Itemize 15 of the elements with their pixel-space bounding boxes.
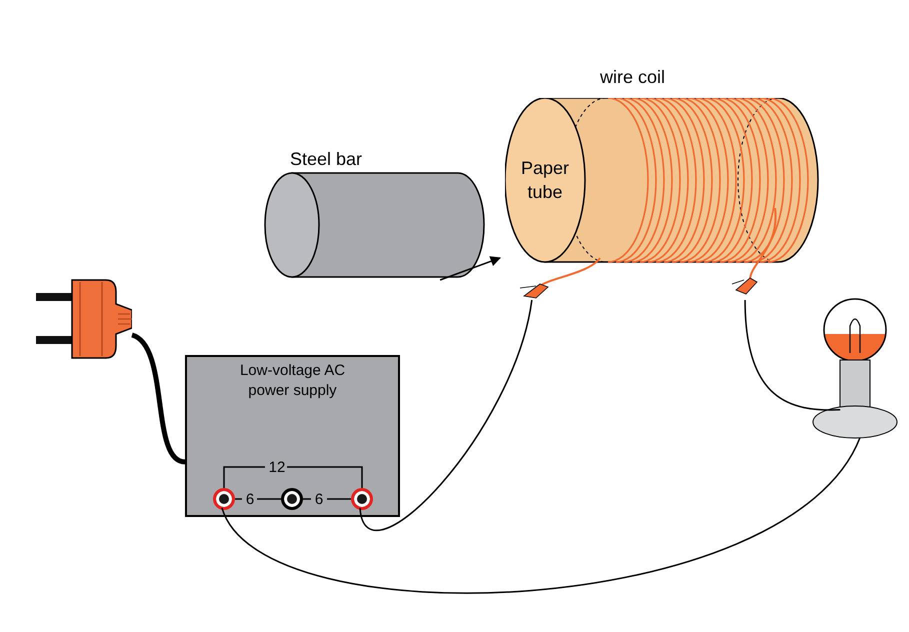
wire	[221, 437, 861, 594]
terminal	[281, 488, 303, 510]
power-supply-box	[185, 355, 400, 517]
terminal	[213, 488, 235, 510]
part-label: Steel bar	[290, 148, 362, 171]
part-label: Paper tube	[520, 157, 570, 204]
wire	[359, 300, 533, 531]
terminal	[351, 488, 373, 510]
wire	[744, 300, 840, 411]
device-label: Low-voltage AC power supply	[238, 361, 346, 401]
voltage-label: 6	[314, 490, 324, 510]
part-label: wire coil	[600, 66, 666, 89]
voltage-label: 6	[244, 490, 256, 510]
arrow	[440, 256, 501, 281]
voltage-label: 12	[268, 458, 286, 478]
